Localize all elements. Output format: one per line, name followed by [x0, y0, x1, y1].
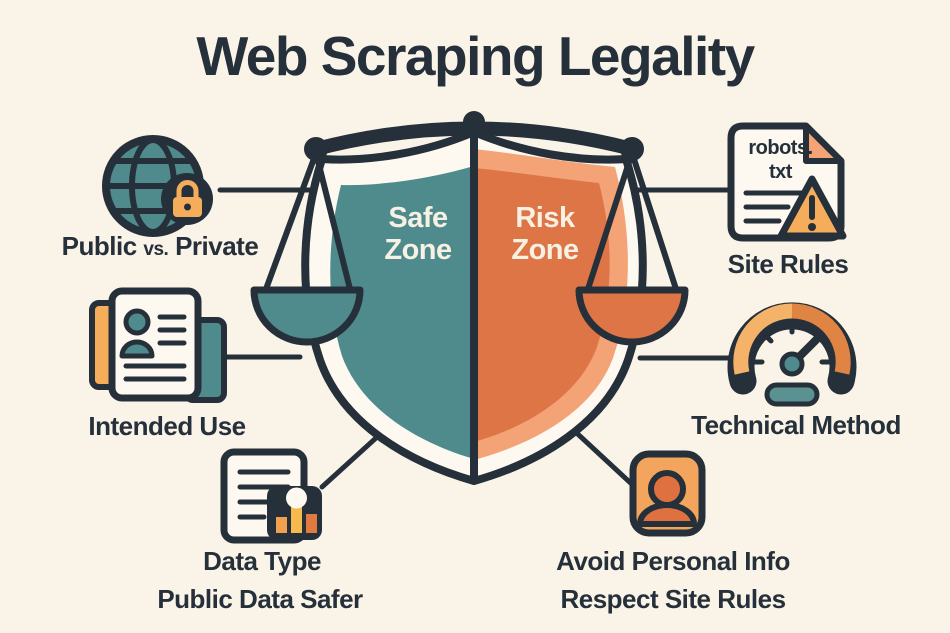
public-private-label: Public vs. Private [20, 233, 300, 259]
scale-strings [263, 150, 679, 292]
gauge-hub [779, 351, 805, 377]
robots-txt-line2: txt [769, 161, 792, 184]
scale-knob-right [620, 137, 644, 161]
robots-txt-filename: robots. txt [731, 136, 830, 185]
public-private-vs: vs. [143, 239, 169, 260]
chart-bar-left [276, 517, 287, 533]
gauge-arc-left [733, 303, 793, 375]
lock-keyhole [184, 203, 191, 211]
shield-safe-half [330, 166, 474, 459]
respect-site-rules-label: Respect Site Rules [560, 584, 786, 614]
scale-knob-left [304, 137, 328, 161]
file-fold [803, 123, 844, 164]
scale-pivot [463, 111, 485, 133]
avatar-head [123, 308, 151, 336]
data-type-label: Data Type [203, 546, 321, 576]
person-head [648, 470, 686, 508]
technical-method-label: Technical Method [691, 410, 901, 440]
public-private-part1: Public [61, 231, 138, 261]
speedometer-icon [727, 302, 857, 407]
balance-scale-icon [250, 111, 689, 346]
data-type-sublabel: Public Data Safer [157, 584, 363, 614]
person-shoulders [637, 502, 697, 527]
risk-zone-label: Risk Zone [511, 202, 579, 266]
document-chart-icon [220, 448, 322, 544]
site-rules-label: Site Rules [727, 249, 849, 279]
lock-shackle [176, 180, 199, 197]
shield-risk-half [474, 168, 610, 442]
intended-use-label: Intended Use [88, 411, 246, 441]
profile-document-icon [89, 287, 227, 403]
robots-txt-line1: robots. [748, 137, 813, 159]
safe-zone-label: Safe Zone [384, 202, 452, 266]
shield-icon [301, 128, 647, 485]
scale-pan-right [575, 286, 689, 346]
scale-pan-left [250, 286, 364, 346]
gauge-base [764, 382, 820, 407]
person-badge-icon [629, 450, 706, 537]
gauge-arc-right [791, 303, 851, 375]
page-title: Web Scraping Legality [196, 25, 755, 87]
avatar-shoulders [119, 339, 155, 359]
robots-txt-warning-icon [727, 122, 847, 242]
chart-bar-mid [291, 507, 302, 533]
public-private-part2: Private [175, 231, 259, 261]
chart-dot [286, 487, 307, 509]
globe-lock-icon [102, 135, 213, 237]
chart-bar-right [306, 514, 317, 533]
avoid-personal-label: Avoid Personal Info [556, 546, 790, 576]
